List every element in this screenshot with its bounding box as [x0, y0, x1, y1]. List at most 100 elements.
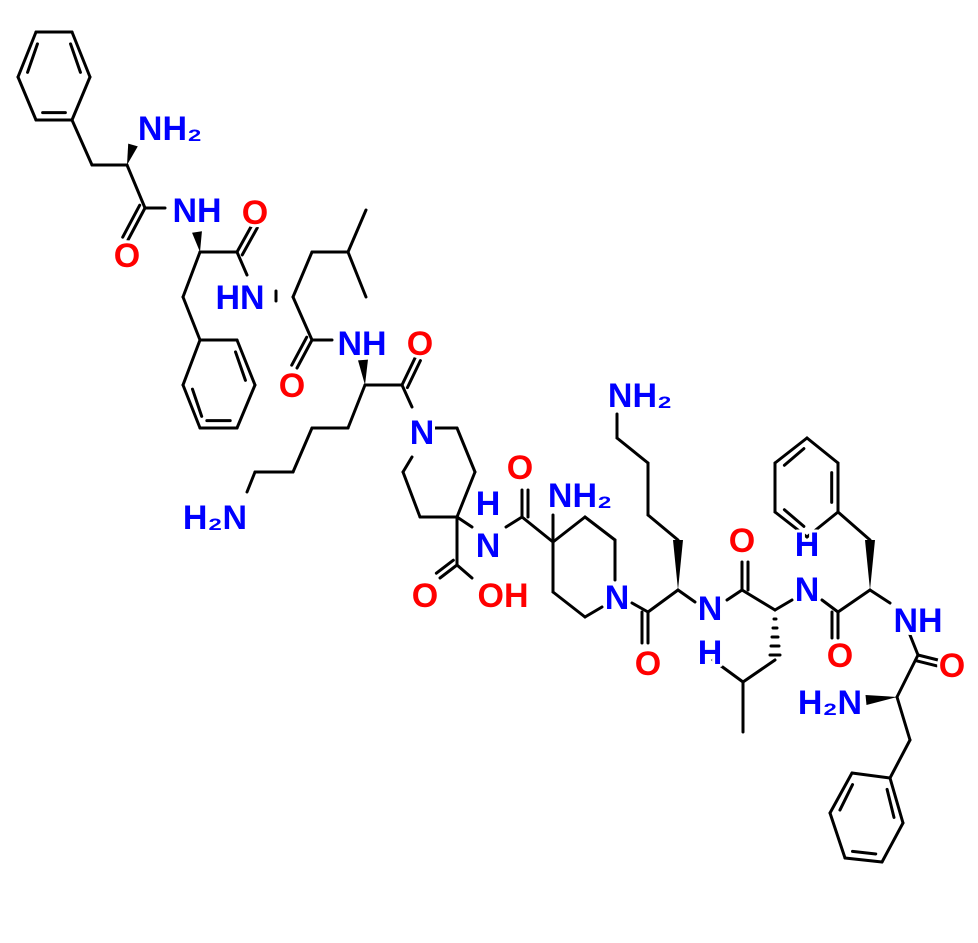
- bond: [741, 658, 777, 684]
- atom-label-h: H: [476, 485, 501, 523]
- atom-label-nh2: NH₂: [548, 477, 612, 515]
- atom-label-n: N: [698, 590, 723, 628]
- atom-label-n: N: [605, 579, 630, 617]
- bond: [504, 515, 524, 529]
- double-bond: [915, 659, 939, 668]
- atom-labels: NH₂ NH O O HN NH O O N H₂N O NH₂ N H O O…: [111, 107, 968, 725]
- atom-label-o: O: [635, 645, 661, 683]
- bond: [615, 436, 650, 465]
- atom-label-nh: NH: [893, 602, 942, 640]
- atom-label-hn: HN: [215, 279, 264, 317]
- bond: [908, 633, 920, 657]
- ring-bond: [805, 436, 840, 465]
- atom-label-o: O: [827, 637, 853, 675]
- atom-label-n: N: [795, 571, 820, 609]
- ring-bond: [16, 75, 38, 122]
- bond: [630, 601, 650, 614]
- bond: [868, 588, 892, 605]
- double-bond: [290, 335, 309, 367]
- bond: [346, 383, 367, 430]
- bond: [245, 470, 257, 494]
- ring-double-bond: [782, 508, 806, 528]
- bonds: [16, 30, 940, 864]
- atom-label-h: H: [698, 634, 723, 672]
- bond: [291, 250, 314, 299]
- bond: [401, 455, 414, 474]
- bond: [346, 208, 368, 254]
- ring-bond: [70, 75, 92, 122]
- bond: [836, 588, 872, 614]
- double-bond: [916, 653, 940, 662]
- bond: [70, 118, 94, 167]
- bond: [646, 588, 680, 614]
- wedge-bond: [192, 231, 202, 252]
- ring-double-bond: [885, 787, 896, 819]
- ring-bond: [880, 821, 905, 864]
- atom-label-o: O: [412, 577, 438, 615]
- ring-bond: [888, 776, 905, 825]
- wedge-bond: [673, 540, 683, 590]
- double-bond: [400, 356, 417, 387]
- atom-label-h2n: H₂N: [798, 684, 862, 722]
- ring-bond: [70, 30, 92, 79]
- bond: [551, 515, 587, 544]
- ring-bond: [235, 383, 257, 430]
- ring-bond: [181, 383, 202, 430]
- double-bond: [240, 226, 259, 257]
- double-bond: [235, 223, 254, 254]
- double-bond: [126, 206, 147, 242]
- bond: [711, 658, 745, 684]
- bond: [400, 383, 414, 409]
- atom-label-o: O: [114, 237, 140, 275]
- atom-label-o: O: [939, 647, 965, 685]
- bond: [836, 510, 872, 542]
- atom-label-oh: OH: [478, 577, 529, 615]
- atom-label-nh: NH: [337, 325, 386, 363]
- bond: [520, 515, 555, 544]
- ring-double-bond: [234, 350, 247, 382]
- bond: [773, 598, 794, 612]
- ring-bond: [850, 771, 892, 780]
- atom-label-h2n: H₂N: [183, 499, 247, 537]
- ring-bond: [235, 338, 257, 387]
- atom-label-o: O: [407, 325, 433, 363]
- wedge-bond: [358, 359, 368, 385]
- atom-label-nh: NH: [172, 192, 221, 230]
- bond: [181, 250, 202, 299]
- bond: [895, 653, 920, 699]
- ring-bond: [773, 436, 809, 465]
- bond: [455, 515, 474, 529]
- ring-double-bond: [782, 447, 806, 467]
- ring-double-bond: [26, 42, 39, 74]
- ring-bond: [828, 771, 854, 815]
- bond: [820, 598, 840, 614]
- ring-bond: [843, 856, 884, 864]
- double-bond: [434, 558, 455, 575]
- bond: [646, 513, 680, 542]
- ring-double-bond: [838, 783, 855, 812]
- atom-label-n: N: [476, 527, 501, 565]
- atom-label-nh2: NH₂: [608, 377, 672, 415]
- bond: [725, 588, 744, 602]
- bond: [740, 588, 777, 612]
- ring-bond: [181, 338, 202, 387]
- bond: [895, 695, 912, 742]
- bond: [583, 515, 617, 542]
- atom-label-h: H: [795, 526, 820, 564]
- bond: [455, 563, 474, 580]
- ring-double-bond: [190, 387, 204, 418]
- ring-double-bond: [69, 42, 82, 74]
- ring-double-bond: [851, 849, 878, 856]
- double-bond: [405, 359, 422, 390]
- ring-bond: [805, 510, 840, 539]
- wedge-bond: [127, 143, 138, 165]
- bond: [551, 590, 587, 619]
- bond: [181, 295, 202, 342]
- double-bond: [438, 563, 459, 580]
- atom-label-o: O: [242, 194, 268, 232]
- bond: [676, 588, 697, 604]
- bond: [346, 250, 368, 299]
- double-bond: [295, 338, 314, 370]
- wedge-bond: [865, 695, 897, 705]
- double-bond: [121, 203, 142, 239]
